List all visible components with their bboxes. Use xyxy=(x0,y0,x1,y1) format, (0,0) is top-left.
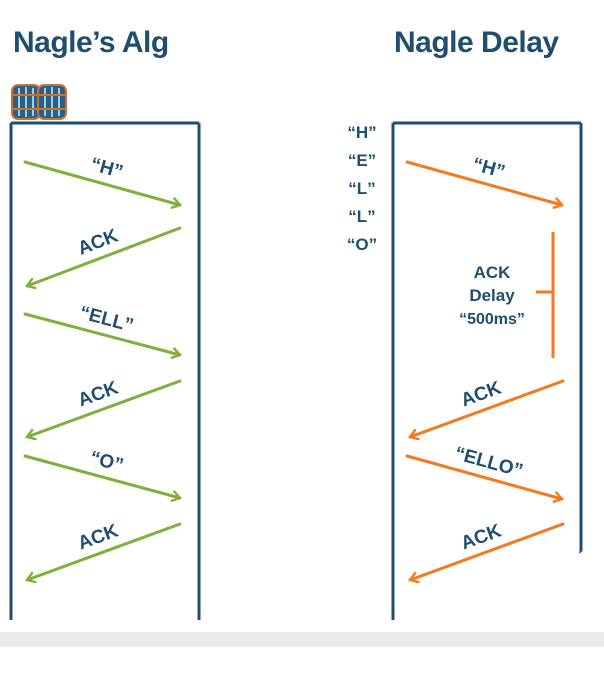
left-arrow-send xyxy=(23,160,182,209)
right-arrow-send xyxy=(405,160,564,209)
queue-char: “L” xyxy=(348,207,375,226)
right-arrow-ack xyxy=(408,522,565,584)
queue-char: “O” xyxy=(347,235,377,254)
right-arrow-label: “H” xyxy=(470,154,507,183)
left-lane xyxy=(9,121,201,620)
left-title: Nagle’s Alg xyxy=(13,26,169,59)
right-lane xyxy=(391,121,583,620)
left-arrow-ack xyxy=(25,226,182,290)
ack-delay-line: “500ms” xyxy=(459,311,525,328)
right-arrow-send xyxy=(405,454,564,503)
left-arrow-send xyxy=(23,454,182,502)
right-arrow-ack xyxy=(408,379,565,441)
left-arrow-ack xyxy=(25,522,182,584)
diagram-stage: Nagle’s Alg Nagle Delay xyxy=(0,26,604,647)
ack-delay-line: ACK xyxy=(474,263,512,282)
queue-char: “H” xyxy=(347,123,376,142)
right-title: Nagle Delay xyxy=(394,26,559,59)
left-arrow-send xyxy=(23,312,182,359)
right-arrow-label: “ELLO” xyxy=(452,443,525,482)
left-arrow-ack xyxy=(25,379,182,441)
bottom-bar xyxy=(0,632,604,647)
queue-char: “E” xyxy=(348,151,376,170)
ack-delay-line: Delay xyxy=(469,286,515,305)
left-arrow-label: “O” xyxy=(88,447,126,476)
ack-delay-bracket xyxy=(536,232,555,358)
left-arrow-label: “H” xyxy=(88,154,125,183)
queue-char: “L” xyxy=(348,179,375,198)
sequence-diagram: “H”ACK“ELL”ACK“O”ACK “H”ACK“ELLO”ACK “H”… xyxy=(9,84,583,620)
barrels-icon xyxy=(11,84,67,120)
